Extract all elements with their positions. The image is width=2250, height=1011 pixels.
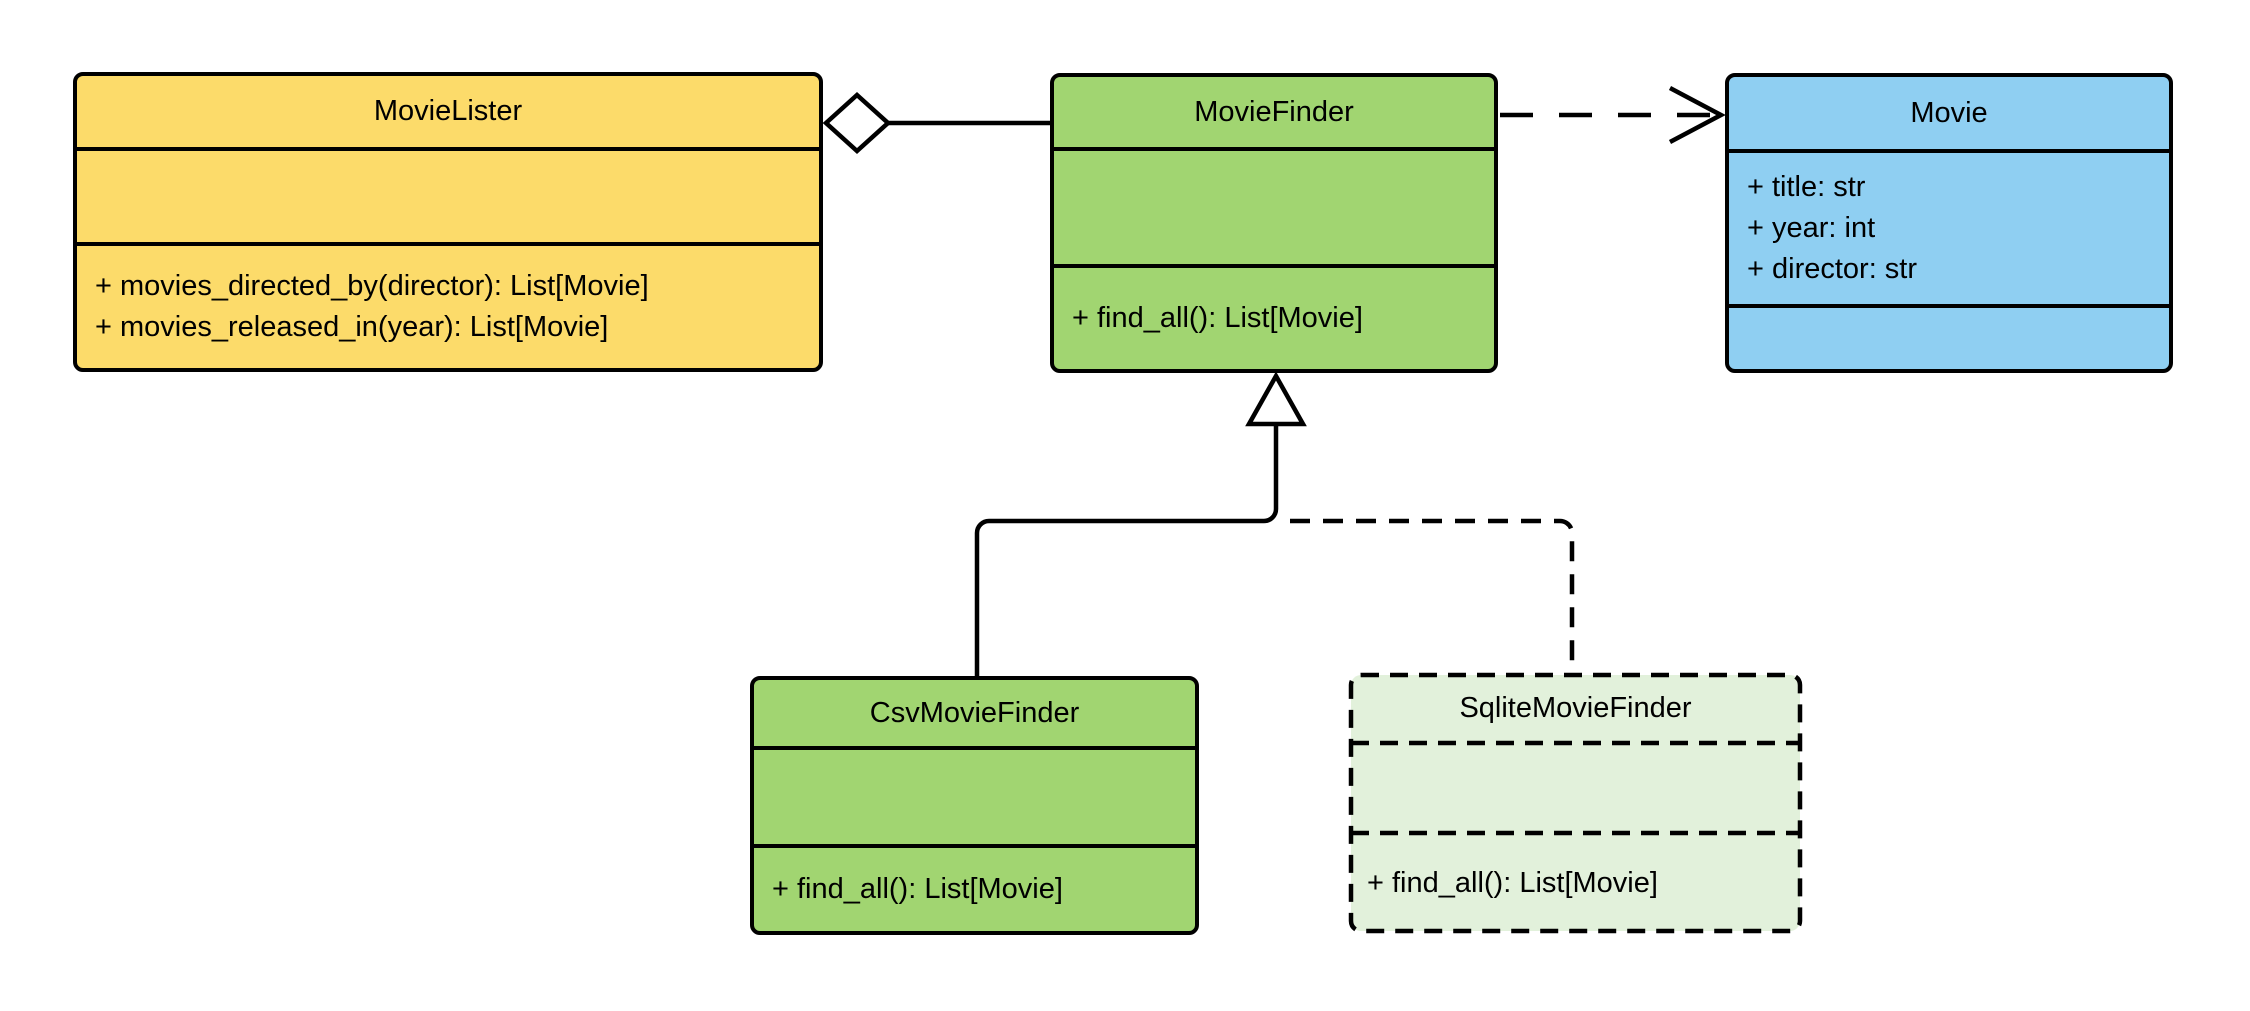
aggregation-connector [822, 91, 1052, 155]
attributes-section [754, 746, 1195, 844]
attribute-label: + director: str [1747, 253, 1918, 285]
class-moviefinder: MovieFinder + find_all(): List[Movie] [1050, 73, 1498, 373]
inheritance-connector [974, 371, 1575, 676]
attribute-label: + year: int [1747, 212, 1876, 244]
class-movie: Movie + title: str + year: int + directo… [1725, 73, 2173, 373]
methods-section: + find_all(): List[Movie] [1349, 833, 1802, 933]
methods-section: + movies_directed_by(director): List[Mov… [77, 242, 819, 368]
methods-section: + find_all(): List[Movie] [754, 844, 1195, 931]
inheritance-solid-branch [974, 424, 1279, 676]
class-title: SqliteMovieFinder [1459, 691, 1692, 724]
class-movielister: MovieLister + movies_directed_by(directo… [73, 72, 823, 372]
attribute-label: + title: str [1747, 171, 1866, 203]
attributes-section [1054, 147, 1494, 264]
class-csvmoviefinder: CsvMovieFinder + find_all(): List[Movie] [750, 676, 1199, 935]
method-label: + movies_released_in(year): List[Movie] [95, 311, 609, 343]
methods-section [1729, 304, 2169, 369]
method-label: + find_all(): List[Movie] [772, 873, 1063, 905]
methods-section: + find_all(): List[Movie] [1054, 264, 1494, 369]
aggregation-diamond-icon [822, 91, 892, 155]
class-sqlitemoviefinder: SqliteMovieFinder + find_all(): List[Mov… [1349, 673, 1802, 933]
attributes-section [1349, 743, 1802, 833]
inheritance-dashed-branch [1290, 518, 1575, 671]
dependency-arrowhead-icon [1668, 86, 1726, 144]
class-title: MovieFinder [1194, 95, 1354, 128]
inheritance-triangle-icon [1245, 371, 1307, 427]
sqlite-box-outline [1348, 672, 1803, 934]
method-label: + movies_directed_by(director): List[Mov… [95, 270, 649, 302]
dependency-connector [1500, 86, 1726, 144]
method-label: + find_all(): List[Movie] [1367, 866, 1658, 899]
class-title: MovieLister [373, 95, 523, 127]
attributes-section [77, 147, 819, 242]
class-title: Movie [1910, 96, 1988, 129]
attributes-section: + title: str + year: int + director: str [1729, 149, 2169, 304]
method-label: + find_all(): List[Movie] [1072, 302, 1363, 334]
class-title: CsvMovieFinder [869, 696, 1080, 729]
